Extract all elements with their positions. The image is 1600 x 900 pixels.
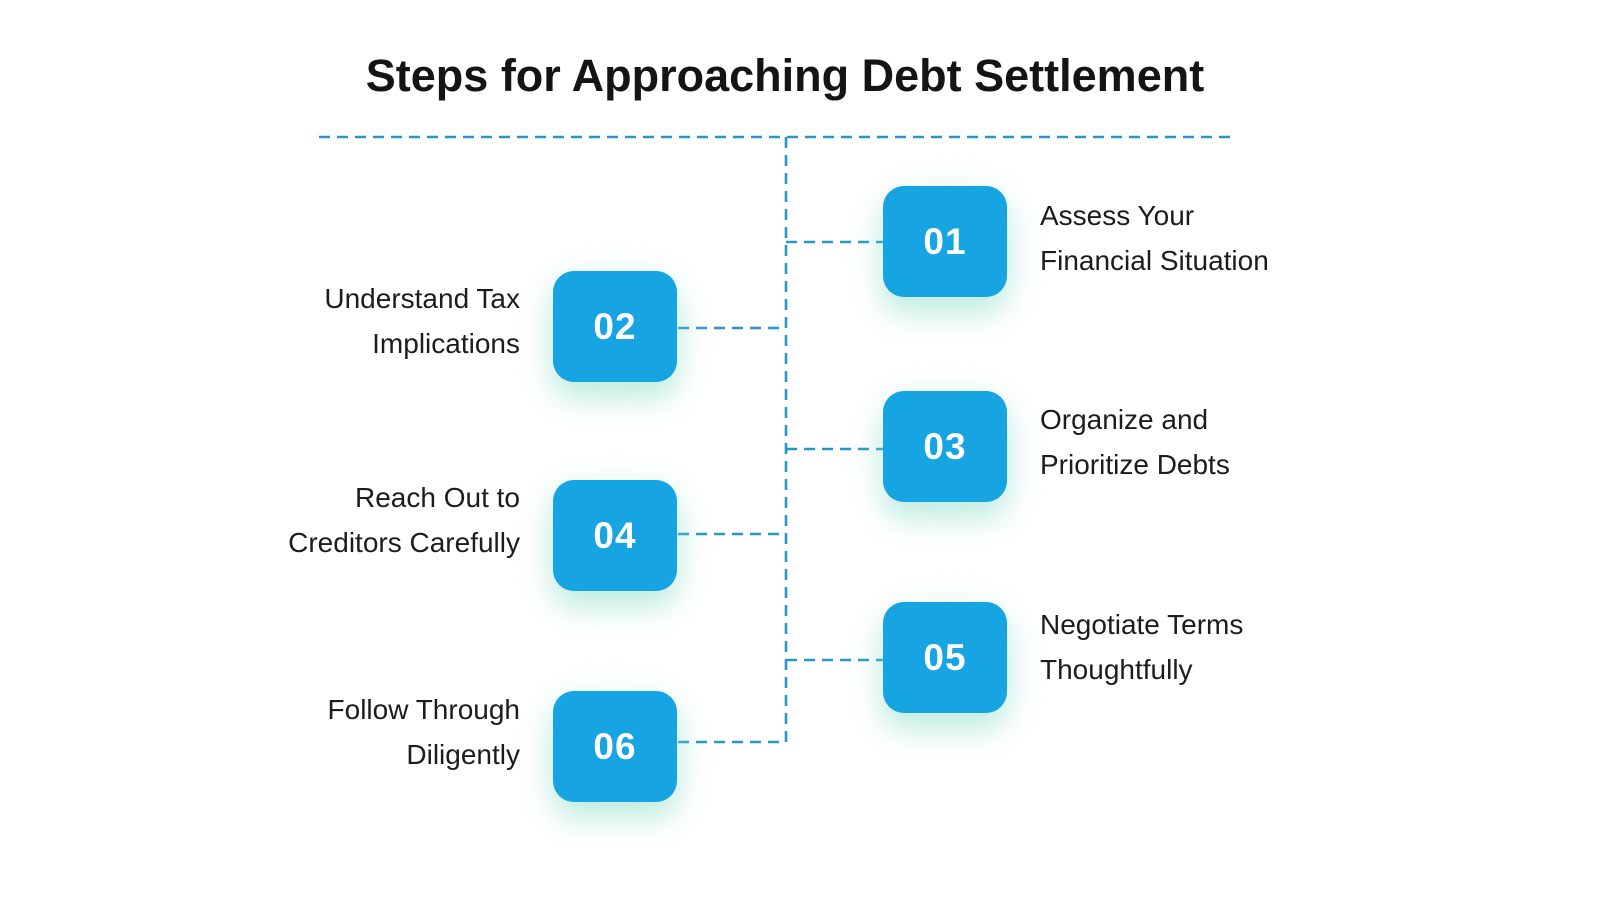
page-title: Steps for Approaching Debt Settlement [365,50,1205,101]
step-box-04: 04 [553,480,677,591]
step-label-06: Follow Through Diligently [327,694,520,770]
step-label-01: Assess Your Financial Situation [1040,200,1269,276]
step-box-02: 02 [553,271,677,382]
step-number-05: 05 [923,636,967,678]
step-box-01: 01 [883,186,1007,297]
step-label-03: Organize and Prioritize Debts [1040,404,1230,480]
step-box-05: 05 [883,602,1007,713]
step-number-03: 03 [923,425,967,467]
step-number-02: 02 [593,305,637,347]
step-label-05: Negotiate Terms Thoughtfully [1040,609,1244,685]
step-box-03: 03 [883,391,1007,502]
step-label-02: Understand Tax Implications [324,283,520,359]
step-number-01: 01 [923,220,967,262]
step-number-06: 06 [593,725,637,767]
step-label-04: Reach Out to Creditors Carefully [288,482,520,558]
step-box-06: 06 [553,691,677,802]
step-number-04: 04 [593,514,637,556]
